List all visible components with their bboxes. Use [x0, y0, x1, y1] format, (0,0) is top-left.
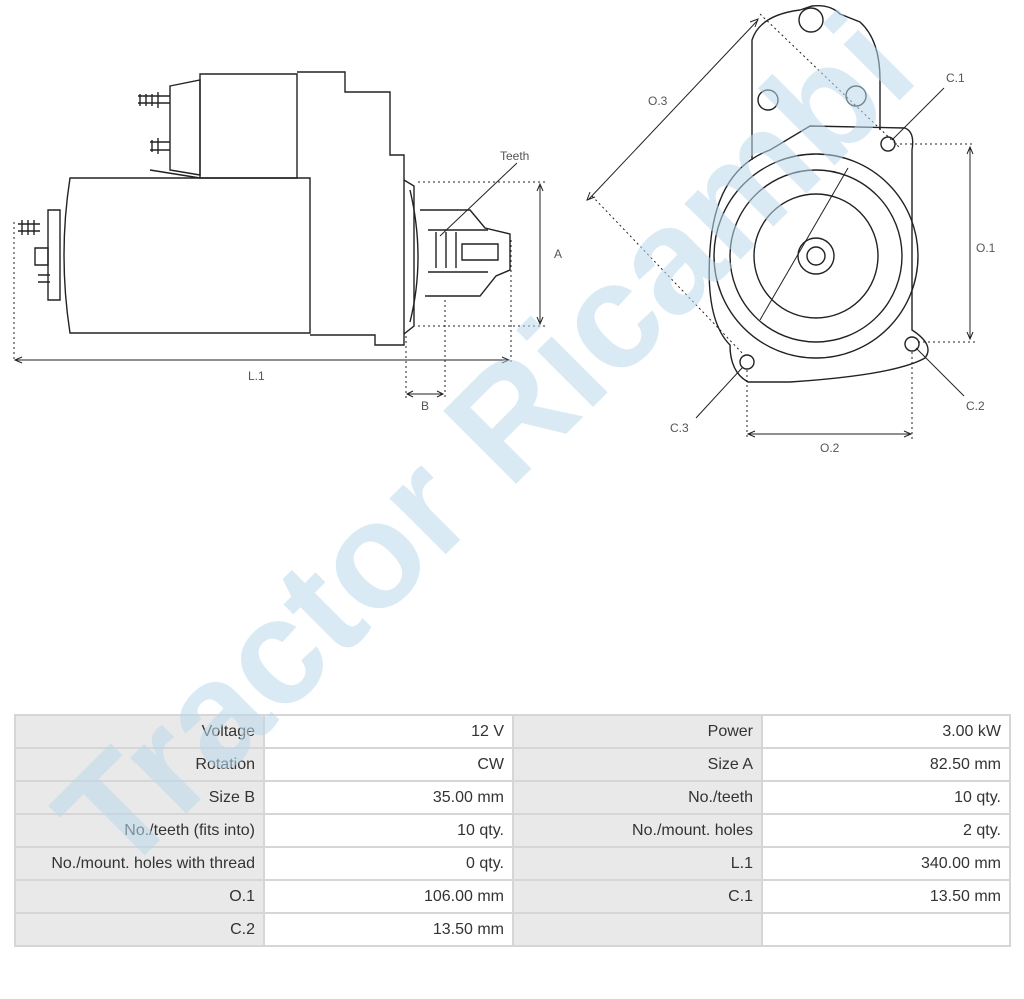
spec-value: 13.50 mm	[761, 879, 1011, 914]
spec-table: Voltage 12 V Power 3.00 kW Rotation CW S…	[14, 714, 1011, 947]
spec-value: 82.50 mm	[761, 747, 1011, 782]
dim-a-label: A	[554, 247, 562, 261]
dim-o2-label: O.2	[820, 441, 840, 455]
dim-o1-label: O.1	[976, 241, 996, 255]
spec-value: 10 qty.	[761, 780, 1011, 815]
table-row: C.2 13.50 mm	[14, 912, 1011, 947]
side-view	[13, 71, 546, 400]
spec-label: No./teeth (fits into)	[14, 813, 265, 848]
hole-c3-label: C.3	[670, 421, 689, 435]
table-row: Size B 35.00 mm No./teeth 10 qty.	[14, 780, 1011, 815]
spec-value: 3.00 kW	[761, 714, 1011, 749]
spec-label: L.1	[512, 846, 763, 881]
spec-label: Size A	[512, 747, 763, 782]
table-row: No./teeth (fits into) 10 qty. No./mount.…	[14, 813, 1011, 848]
spec-label: Power	[512, 714, 763, 749]
spec-label: No./mount. holes with thread	[14, 846, 265, 881]
table-row: Rotation CW Size A 82.50 mm	[14, 747, 1011, 782]
table-row: Voltage 12 V Power 3.00 kW	[14, 714, 1011, 749]
teeth-label: Teeth	[500, 149, 529, 163]
spec-value: 10 qty.	[263, 813, 514, 848]
dim-l1-label: L.1	[248, 369, 265, 383]
spec-label: No./mount. holes	[512, 813, 763, 848]
table-row: O.1 106.00 mm C.1 13.50 mm	[14, 879, 1011, 914]
hole-c2-label: C.2	[966, 399, 985, 413]
spec-label: C.1	[512, 879, 763, 914]
spec-value: CW	[263, 747, 514, 782]
front-view	[586, 4, 975, 440]
spec-value: 0 qty.	[263, 846, 514, 881]
hole-c1-label: C.1	[946, 71, 965, 85]
spec-label: C.2	[14, 912, 265, 947]
spec-value: 2 qty.	[761, 813, 1011, 848]
spec-label: No./teeth	[512, 780, 763, 815]
spec-value: 340.00 mm	[761, 846, 1011, 881]
spec-value: 13.50 mm	[263, 912, 514, 947]
spec-value: 35.00 mm	[263, 780, 514, 815]
dim-o3-label: O.3	[648, 94, 668, 108]
dim-b-label: B	[421, 399, 429, 413]
spec-label: Size B	[14, 780, 265, 815]
spec-label	[512, 912, 763, 947]
table-row: No./mount. holes with thread 0 qty. L.1 …	[14, 846, 1011, 881]
spec-value	[761, 912, 1011, 947]
starter-motor-drawing: Teeth A B L.1 O.1 O.2 O.3 C.1 C.2 C.3	[13, 4, 996, 455]
spec-label: O.1	[14, 879, 265, 914]
spec-label: Voltage	[14, 714, 265, 749]
spec-value: 12 V	[263, 714, 514, 749]
spec-value: 106.00 mm	[263, 879, 514, 914]
spec-label: Rotation	[14, 747, 265, 782]
